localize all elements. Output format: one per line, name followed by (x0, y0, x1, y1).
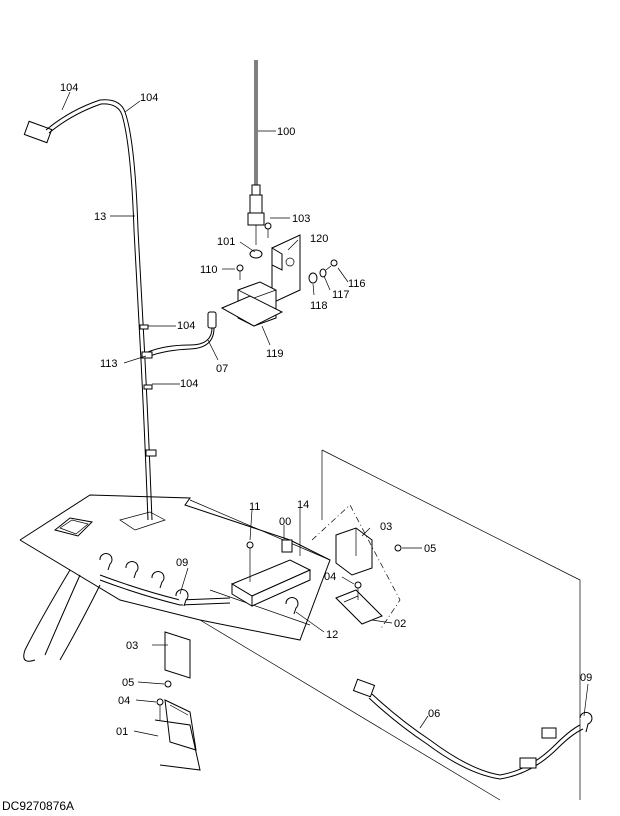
callout-119: 119 (266, 348, 284, 360)
holder-119 (220, 281, 284, 327)
callout-04-left: 04 (118, 695, 130, 707)
harness-06 (352, 678, 593, 780)
drawing-code: DC9270876A (2, 799, 74, 813)
callout-117: 117 (332, 289, 350, 301)
dashed-panel (199, 449, 581, 801)
brackets-03-01-left (154, 631, 201, 771)
p-clamps-09 (99, 553, 299, 615)
callout-113: 113 (100, 358, 118, 370)
callout-06: 06 (428, 708, 440, 720)
bracket-120 (271, 234, 301, 304)
callout-03-right: 03 (380, 521, 392, 533)
callout-09-right: 09 (580, 672, 592, 684)
callout-07: 07 (216, 363, 228, 375)
antenna-rod-100 (247, 60, 265, 245)
brackets-03-02-right (311, 504, 402, 631)
callout-03-left: 03 (126, 640, 138, 652)
module-00 (230, 539, 312, 607)
callout-12: 12 (326, 629, 338, 641)
antenna-cable-13 (23, 99, 153, 521)
callout-05-right: 05 (424, 543, 436, 555)
callout-100: 100 (277, 126, 295, 138)
callout-110: 110 (200, 264, 218, 276)
callout-104-b: 104 (140, 92, 158, 104)
callout-14: 14 (297, 499, 309, 511)
callout-104-a: 104 (60, 82, 78, 94)
callout-13: 13 (94, 211, 106, 223)
callout-104-d: 104 (180, 378, 198, 390)
leader-lines (61, 91, 589, 737)
callout-11: 11 (249, 501, 260, 513)
callout-118: 118 (310, 300, 328, 312)
callout-09-left: 09 (176, 557, 188, 569)
wire-harness-under (23, 569, 231, 662)
callout-01: 01 (116, 726, 128, 738)
cable-clamps-104-113 (139, 324, 157, 457)
hardware-110-103-116-117-118 (236, 222, 338, 284)
callout-103: 103 (292, 213, 310, 225)
callout-120: 120 (310, 233, 328, 245)
callout-04-right: 04 (324, 571, 336, 583)
callout-104-c: 104 (177, 320, 195, 332)
callout-00: 00 (279, 516, 291, 528)
callout-05-left: 05 (122, 677, 134, 689)
floor-plate (19, 494, 331, 641)
callout-116: 116 (348, 278, 366, 290)
callout-labels: 104 104 13 100 103 101 120 110 116 117 1… (60, 82, 592, 738)
callout-02: 02 (394, 618, 406, 630)
callout-101: 101 (217, 236, 235, 248)
coax-lead-07 (147, 311, 217, 357)
